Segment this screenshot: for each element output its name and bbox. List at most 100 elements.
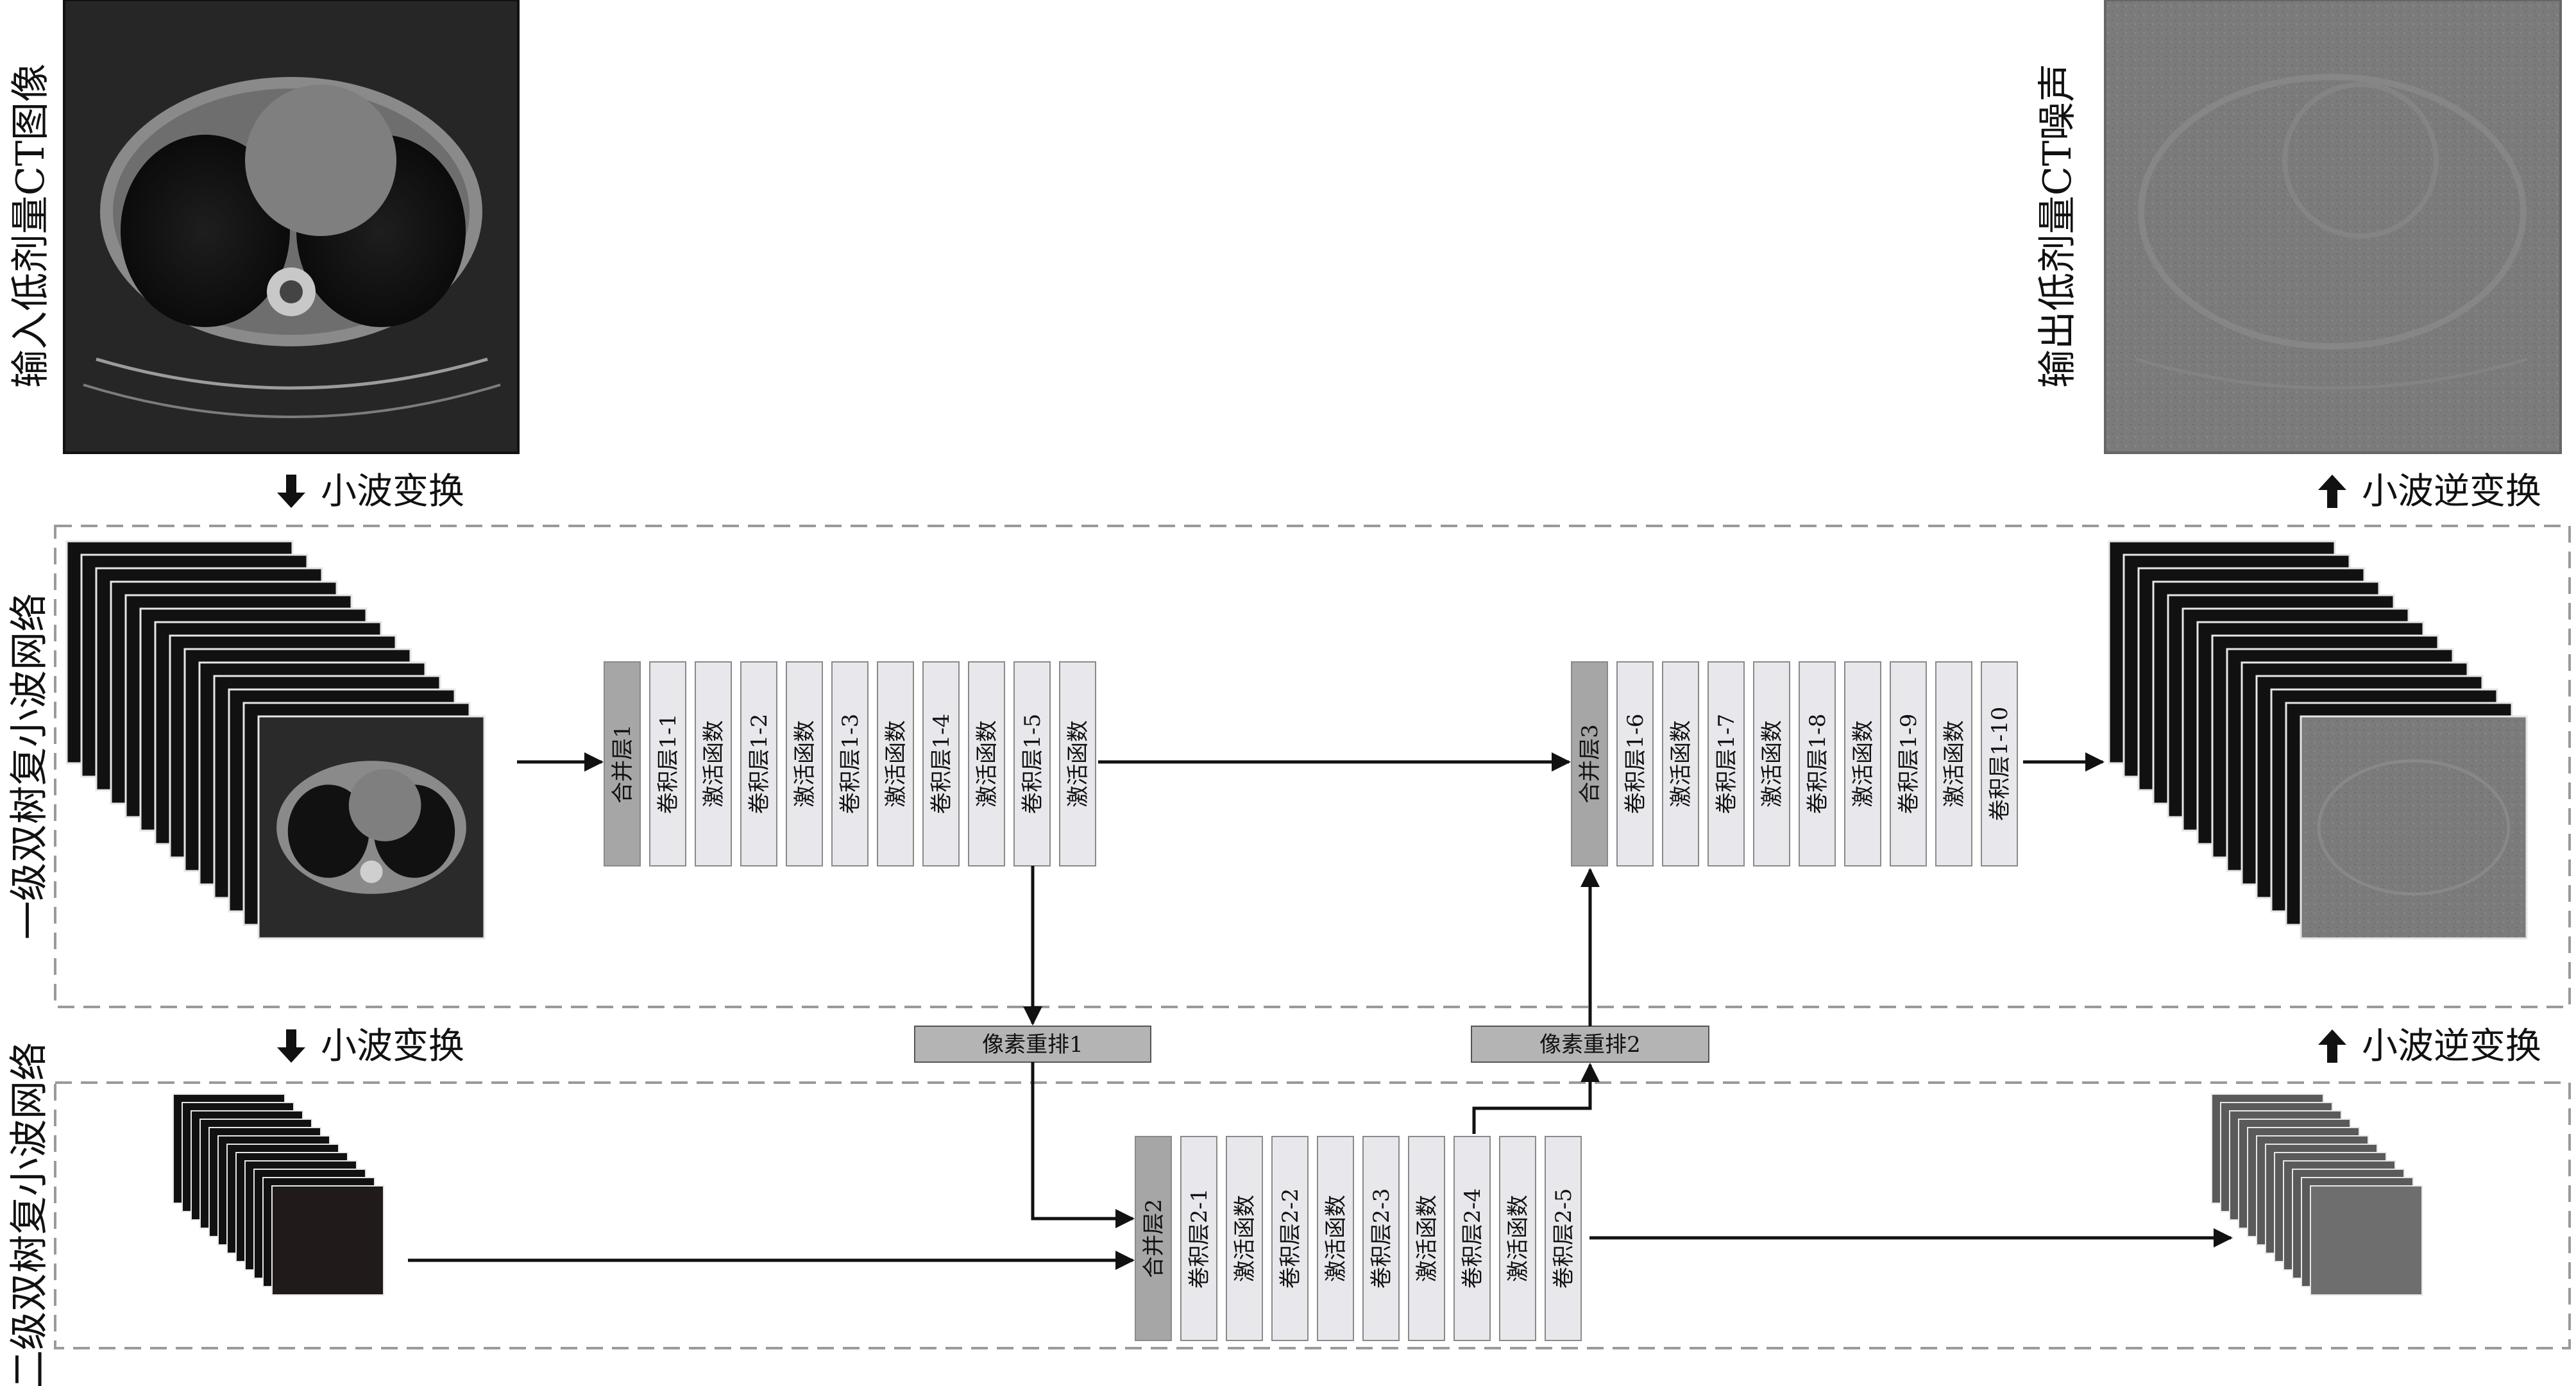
conv-block: 激活函数 bbox=[695, 661, 732, 866]
block-label: 激活函数 bbox=[1668, 720, 1694, 807]
conv-block: 激活函数 bbox=[1226, 1136, 1263, 1341]
ct-spine bbox=[360, 860, 383, 883]
block-label: 激活函数 bbox=[792, 720, 818, 807]
noise-outline bbox=[2317, 759, 2511, 896]
block-label: 合并层3 bbox=[1577, 724, 1603, 804]
svg-text:像素重排1: 像素重排1 bbox=[982, 1032, 1083, 1058]
merge-layer-block: 合并层3 bbox=[1571, 661, 1608, 866]
block-label: 卷积层2-3 bbox=[1369, 1188, 1394, 1289]
conv-block: 激活函数 bbox=[1662, 661, 1699, 866]
ct-lung bbox=[287, 784, 369, 878]
block-label: 卷积层1-6 bbox=[1623, 714, 1648, 815]
level1-input-subband-stack bbox=[65, 540, 486, 940]
output-image-label: 输出低剂量CT噪声 bbox=[2035, 63, 2080, 388]
block-label: 激活函数 bbox=[883, 720, 909, 807]
merge-layer-block: 合并层2 bbox=[1135, 1136, 1172, 1341]
block-label: 激活函数 bbox=[1414, 1195, 1440, 1282]
block-label: 卷积层2-5 bbox=[1551, 1188, 1577, 1289]
up-arrow-icon bbox=[2318, 1029, 2346, 1063]
block-label: 卷积层2-2 bbox=[1278, 1188, 1303, 1289]
block-label: 激活函数 bbox=[1759, 720, 1785, 807]
conv-block: 卷积层1-3 bbox=[831, 661, 869, 866]
level1-network-label: 一级双树复小波网络 bbox=[7, 593, 52, 940]
svg-text:像素重排2: 像素重排2 bbox=[1539, 1032, 1641, 1058]
conv-block: 激活函数 bbox=[1935, 661, 1972, 866]
block-label: 卷积层1-8 bbox=[1805, 714, 1831, 815]
conv-block: 卷积层2-4 bbox=[1453, 1136, 1491, 1341]
block-label: 激活函数 bbox=[1232, 1195, 1258, 1282]
block-label: 合并层1 bbox=[610, 724, 636, 804]
ct-heart bbox=[348, 769, 421, 841]
svg-text:小波变换: 小波变换 bbox=[321, 1026, 464, 1067]
input-ct-image bbox=[63, 0, 520, 454]
conv-block: 卷积层1-2 bbox=[740, 661, 777, 866]
block-label: 合并层2 bbox=[1141, 1199, 1167, 1278]
conv-block: 卷积层1-10 bbox=[1981, 661, 2018, 866]
level2-network-label: 二级双树复小波网络 bbox=[7, 1042, 52, 1386]
block-label: 卷积层1-10 bbox=[1987, 707, 2013, 821]
conv-block: 激活函数 bbox=[968, 661, 1005, 866]
svg-text:小波逆变换: 小波逆变换 bbox=[2362, 471, 2541, 512]
level2-output-subband-stack bbox=[2211, 1094, 2423, 1296]
conv-block: 卷积层2-3 bbox=[1362, 1136, 1400, 1341]
block-label: 激活函数 bbox=[1942, 720, 1967, 807]
subband-slice bbox=[2300, 715, 2528, 940]
connector-arrows bbox=[408, 752, 2233, 1270]
conv-block: 卷积层2-1 bbox=[1180, 1136, 1217, 1341]
svg-text:小波逆变换: 小波逆变换 bbox=[2362, 1026, 2541, 1067]
block-label: 激活函数 bbox=[1323, 1195, 1349, 1282]
wavelet-transform-top: 小波变换 bbox=[277, 471, 464, 512]
block-label: 卷积层1-3 bbox=[838, 714, 863, 815]
conv-block: 卷积层1-9 bbox=[1890, 661, 1927, 866]
inverse-wavelet-bottom: 小波逆变换 bbox=[2318, 1026, 2541, 1067]
conv-block: 卷积层1-8 bbox=[1799, 661, 1836, 866]
conv-block: 激活函数 bbox=[877, 661, 914, 866]
level2-frame bbox=[54, 1081, 2571, 1349]
subband-slice bbox=[2310, 1185, 2423, 1296]
conv-block: 激活函数 bbox=[1408, 1136, 1445, 1341]
level2-input-subband-stack bbox=[173, 1094, 384, 1296]
wavelet-transform-bottom: 小波变换 bbox=[277, 1026, 464, 1067]
conv-block: 卷积层1-6 bbox=[1616, 661, 1654, 866]
block-label: 激活函数 bbox=[1851, 720, 1876, 807]
pixel-shuffle-1: 像素重排1 bbox=[914, 1026, 1151, 1063]
output-noise-image bbox=[2104, 0, 2562, 454]
conv-block: 激活函数 bbox=[1753, 661, 1790, 866]
conv-block: 激活函数 bbox=[786, 661, 823, 866]
level1-output-subband-stack bbox=[2108, 540, 2528, 940]
block-label: 卷积层1-9 bbox=[1896, 714, 1922, 815]
conv-block: 激活函数 bbox=[1499, 1136, 1536, 1341]
merge-layer-block: 合并层1 bbox=[604, 661, 641, 866]
inverse-wavelet-top: 小波逆变换 bbox=[2318, 471, 2541, 512]
arrow-conv24-to-shuffle2 bbox=[1472, 1063, 1600, 1134]
block-label: 激活函数 bbox=[701, 720, 727, 807]
up-arrow-icon bbox=[2318, 475, 2346, 508]
input-image-label: 输入低剂量CT图像 bbox=[8, 63, 53, 388]
block-label: 激活函数 bbox=[1065, 720, 1091, 807]
conv-block: 激活函数 bbox=[1317, 1136, 1354, 1341]
block-label: 卷积层1-7 bbox=[1714, 714, 1740, 815]
conv-block: 卷积层1-7 bbox=[1707, 661, 1745, 866]
block-label: 卷积层1-4 bbox=[929, 714, 954, 815]
conv-block: 卷积层1-4 bbox=[922, 661, 960, 866]
block-label: 激活函数 bbox=[974, 720, 1000, 807]
conv-block: 卷积层2-2 bbox=[1271, 1136, 1309, 1341]
block-label: 卷积层1-2 bbox=[747, 714, 772, 815]
block-label: 激活函数 bbox=[1505, 1195, 1531, 1282]
svg-text:小波变换: 小波变换 bbox=[321, 471, 464, 512]
subband-slice bbox=[271, 1185, 384, 1296]
level1-frame bbox=[54, 525, 2571, 1008]
conv-block: 卷积层1-5 bbox=[1013, 661, 1051, 866]
conv-block: 卷积层1-1 bbox=[649, 661, 686, 866]
block-label: 卷积层1-5 bbox=[1020, 714, 1046, 815]
block-label: 卷积层1-1 bbox=[656, 714, 681, 815]
block-label: 卷积层2-4 bbox=[1460, 1188, 1486, 1289]
conv-block: 激活函数 bbox=[1844, 661, 1881, 866]
conv-block: 激活函数 bbox=[1059, 661, 1096, 866]
conv-block: 卷积层2-5 bbox=[1545, 1136, 1582, 1341]
down-arrow-icon bbox=[277, 475, 305, 508]
pixel-shuffle-2: 像素重排2 bbox=[1471, 1026, 1709, 1063]
